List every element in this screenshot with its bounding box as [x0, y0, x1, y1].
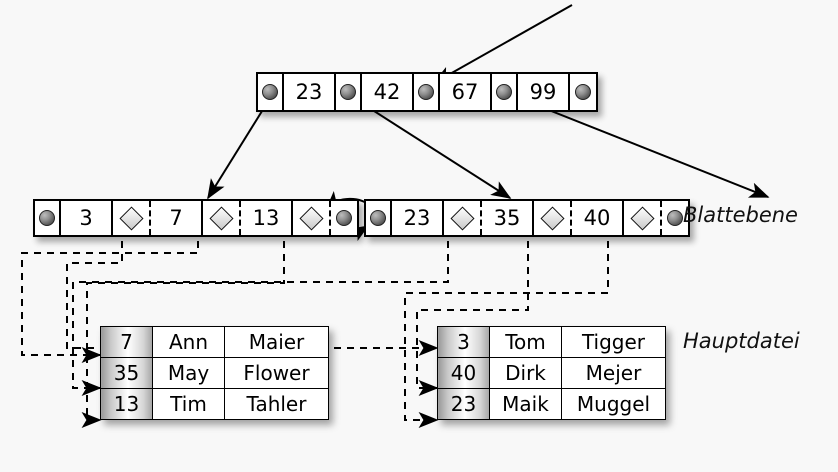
diamond-record-pointer-icon — [118, 205, 144, 231]
root-index-node[interactable]: 23 42 67 99 — [256, 72, 598, 112]
root-key-3: 99 — [518, 74, 570, 110]
diamond-record-pointer-icon — [629, 205, 655, 231]
leaf-right-next-pointer[interactable] — [662, 201, 688, 235]
pointer-ball-icon — [340, 84, 356, 100]
record-first-name: May — [152, 357, 225, 389]
record-last-name: Maier — [224, 326, 329, 358]
root-key-0: 23 — [284, 74, 336, 110]
table-row[interactable]: 40 Dirk Mejer — [437, 357, 666, 389]
root-key-1: 42 — [362, 74, 414, 110]
leaf-right-key-0: 23 — [392, 201, 444, 235]
leaf-left-record-pointer-1[interactable] — [203, 201, 241, 235]
record-last-name: Mejer — [561, 357, 666, 389]
leaf-right-prev-pointer[interactable] — [366, 201, 392, 235]
record-last-name: Muggel — [561, 388, 666, 420]
leaf-left-key-1: 7 — [151, 201, 203, 235]
record-key: 3 — [437, 326, 490, 358]
pointer-ball-icon — [370, 210, 386, 226]
leaf-right-record-pointer-2[interactable] — [624, 201, 662, 235]
record-first-name: Maik — [489, 388, 562, 420]
record-first-name: Dirk — [489, 357, 562, 389]
diamond-record-pointer-icon — [298, 205, 324, 231]
diamond-record-pointer-icon — [208, 205, 234, 231]
record-key: 23 — [437, 388, 490, 420]
record-key: 7 — [100, 326, 153, 358]
diamond-record-pointer-icon — [449, 205, 475, 231]
leaf-left-prev-pointer[interactable] — [35, 201, 61, 235]
root-pointer-2[interactable] — [414, 74, 440, 110]
root-pointer-1[interactable] — [336, 74, 362, 110]
pointer-ball-icon — [262, 84, 278, 100]
leaf-left-key-0: 3 — [61, 201, 113, 235]
main-file-table-left: 7 Ann Maier 35 May Flower 13 Tim Tahler — [100, 326, 329, 420]
caption-blattebene: Blattebene — [683, 203, 798, 227]
pointer-ball-icon — [336, 210, 352, 226]
root-key-2: 67 — [440, 74, 492, 110]
leaf-right-record-pointer-1[interactable] — [534, 201, 572, 235]
record-key: 13 — [100, 388, 153, 420]
leaf-left-next-pointer[interactable] — [331, 201, 357, 235]
leaf-right-key-2: 40 — [572, 201, 624, 235]
record-last-name: Flower — [224, 357, 329, 389]
leaf-right-record-pointer-0[interactable] — [444, 201, 482, 235]
pointer-ball-icon — [575, 84, 591, 100]
leaf-node-left[interactable]: 3 7 13 — [33, 199, 359, 237]
root-pointer-4[interactable] — [570, 74, 596, 110]
record-key: 40 — [437, 357, 490, 389]
record-last-name: Tahler — [224, 388, 329, 420]
main-file-table-right: 3 Tom Tigger 40 Dirk Mejer 23 Maik Mugge… — [437, 326, 666, 420]
caption-hauptdatei: Hauptdatei — [683, 329, 800, 353]
leaf-left-key-2: 13 — [241, 201, 293, 235]
record-first-name: Tom — [489, 326, 562, 358]
table-row[interactable]: 35 May Flower — [100, 357, 329, 389]
table-row[interactable]: 13 Tim Tahler — [100, 388, 329, 420]
leaf-node-right[interactable]: 23 35 40 — [364, 199, 690, 237]
record-key: 35 — [100, 357, 153, 389]
table-row[interactable]: 7 Ann Maier — [100, 326, 329, 358]
table-row[interactable]: 3 Tom Tigger — [437, 326, 666, 358]
leaf-left-record-pointer-2[interactable] — [293, 201, 331, 235]
pointer-ball-icon — [667, 210, 683, 226]
pointer-ball-icon — [39, 210, 55, 226]
root-pointer-3[interactable] — [492, 74, 518, 110]
pointer-ball-icon — [418, 84, 434, 100]
record-first-name: Ann — [152, 326, 225, 358]
table-row[interactable]: 23 Maik Muggel — [437, 388, 666, 420]
leaf-right-key-1: 35 — [482, 201, 534, 235]
diamond-record-pointer-icon — [539, 205, 565, 231]
record-first-name: Tim — [152, 388, 225, 420]
root-pointer-0[interactable] — [258, 74, 284, 110]
leaf-left-record-pointer-0[interactable] — [113, 201, 151, 235]
pointer-ball-icon — [496, 84, 512, 100]
record-last-name: Tigger — [561, 326, 666, 358]
